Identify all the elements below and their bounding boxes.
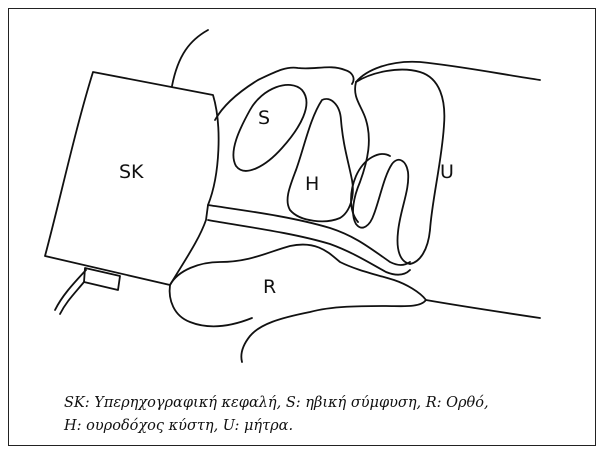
- vaginal-wall-upper: [208, 205, 410, 265]
- rectum-outline: [170, 245, 426, 362]
- label-uterus: U: [440, 161, 454, 183]
- bladder-outline: [288, 99, 353, 221]
- label-transducer: SK: [119, 161, 144, 183]
- uterus-inner: [353, 82, 410, 264]
- label-rectum: R: [263, 276, 276, 298]
- body-contour: [172, 30, 208, 86]
- anterior-wall: [215, 67, 354, 120]
- rectum-lower: [170, 285, 252, 326]
- vaginal-wall-lower: [208, 220, 410, 275]
- uterus-outline: [356, 70, 444, 264]
- pelvic-floor: [426, 300, 540, 318]
- label-symphysis: S: [258, 107, 270, 129]
- caption-line-2: H: ουροδόχος κύστη, U: μήτρα.: [64, 415, 584, 438]
- figure-caption: SK: Υπερηχογραφική κεφαλή, S: ηβική σύμφ…: [64, 392, 584, 438]
- label-bladder: H: [305, 173, 319, 195]
- caption-line-1: SK: Υπερηχογραφική κεφαλή, S: ηβική σύμφ…: [64, 392, 584, 415]
